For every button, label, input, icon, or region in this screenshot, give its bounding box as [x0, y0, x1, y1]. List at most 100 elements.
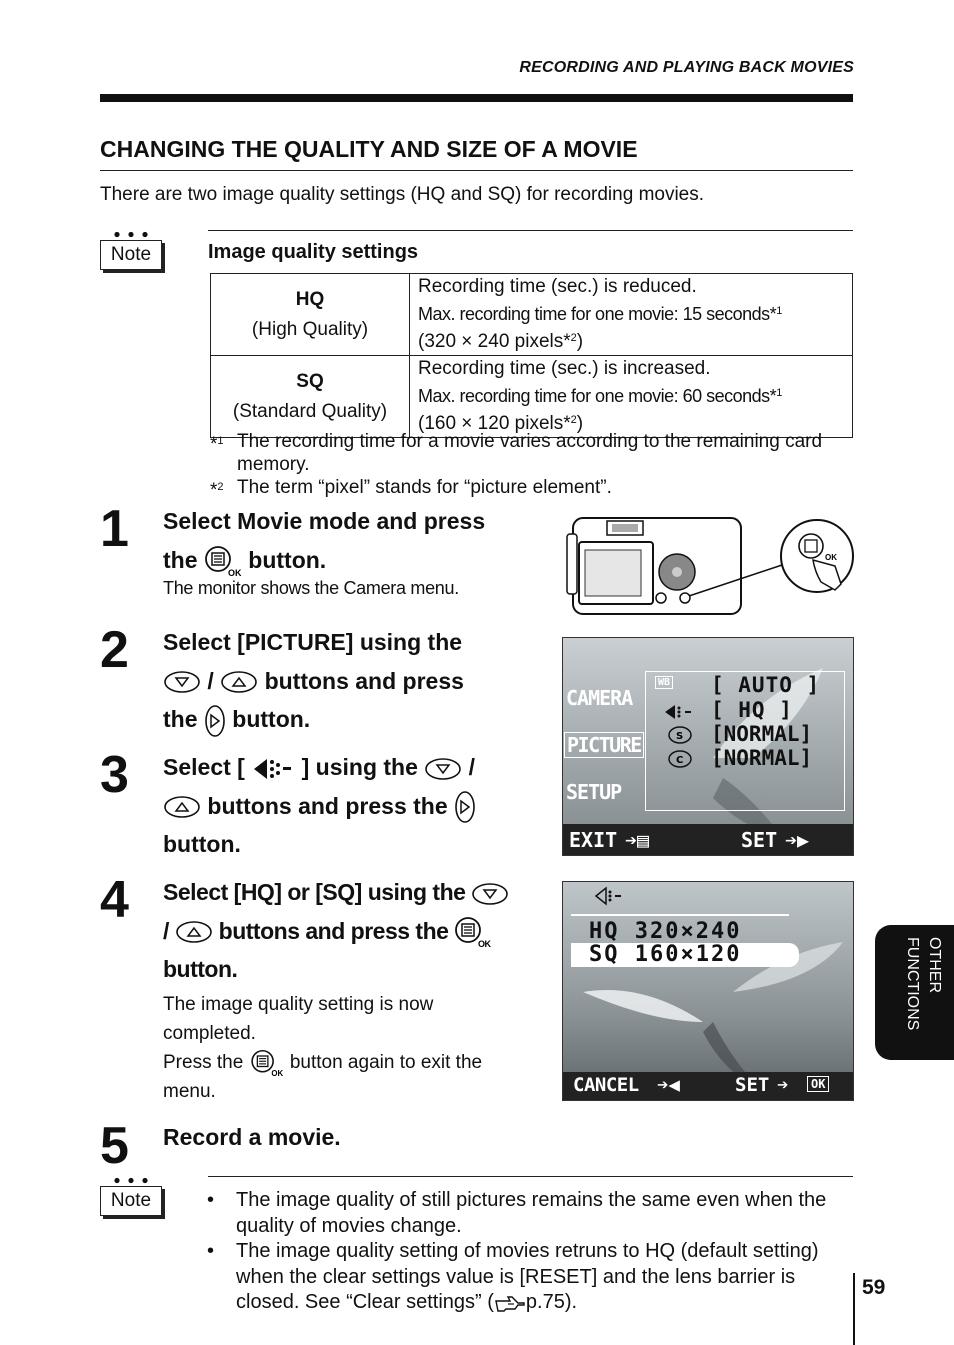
- wb-icon: WB: [655, 676, 674, 689]
- step-1-text: Select Movie mode and press the OK butto…: [163, 502, 543, 579]
- pointing-hand-icon: [495, 1296, 525, 1312]
- set-label: SET: [741, 828, 778, 852]
- svg-text:OK: OK: [228, 568, 242, 577]
- max-time: Max. recording time for one movie: 15 se…: [418, 304, 777, 324]
- footnote-ref: 1: [776, 387, 782, 399]
- step-2-text: Select [PICTURE] using the / buttons and…: [163, 623, 543, 739]
- step-word: the: [163, 706, 198, 732]
- sub-word: Press the: [163, 1052, 244, 1073]
- arrow-right-icon: ➔▤: [625, 828, 650, 852]
- slash: /: [468, 754, 476, 780]
- quality-code: HQ: [295, 288, 325, 310]
- menu-value[interactable]: [NORMAL]: [711, 722, 813, 746]
- footnote-mark: *: [210, 434, 218, 455]
- slash: /: [163, 917, 169, 944]
- step-4-text: Select [HQ] or [SQ] using the / buttons …: [163, 873, 543, 989]
- arrow-right-icon: ➔▶: [785, 828, 810, 852]
- divider: [571, 914, 789, 916]
- list-item: • The image quality of still pictures re…: [207, 1188, 857, 1240]
- table-row: SQ(Standard Quality) Recording time (sec…: [210, 355, 853, 438]
- option-sq[interactable]: SQ 160×120: [589, 942, 742, 967]
- running-header: RECORDING AND PLAYING BACK MOVIES: [519, 59, 854, 76]
- step-word: Select [: [163, 754, 245, 780]
- page-number: 59: [862, 1276, 886, 1299]
- tab-line: OTHER: [926, 937, 943, 993]
- lcd-menu-backdrop: [563, 638, 853, 855]
- menu-value[interactable]: [NORMAL]: [711, 746, 813, 770]
- footnote-ref: 1: [776, 305, 782, 317]
- svg-text:OK: OK: [271, 1069, 283, 1077]
- note-icon: Note: [100, 1177, 162, 1216]
- page-number-rule: [853, 1273, 855, 1345]
- page-ref[interactable]: p.75).: [525, 1291, 578, 1313]
- header-rule: [100, 94, 853, 102]
- step-number: 1: [100, 500, 129, 558]
- bullet-text: The image quality of still pictures rema…: [236, 1189, 827, 1237]
- step-word: button.: [248, 546, 327, 573]
- bullet: •: [207, 1240, 215, 1262]
- option-hq[interactable]: HQ 320×240: [589, 919, 742, 944]
- image-quality-title: Image quality settings: [208, 241, 419, 263]
- quality-code: SQ: [296, 370, 324, 392]
- down-button-icon: [472, 883, 509, 905]
- step-line: button.: [163, 956, 238, 982]
- up-button-icon: [221, 671, 257, 694]
- camera-back-illustration: OK: [566, 517, 854, 615]
- step-line: Select [HQ] or [SQ] using the: [163, 879, 466, 905]
- step-number: 5: [100, 1117, 129, 1175]
- svg-text:C: C: [676, 755, 683, 766]
- quality-name: (High Quality): [251, 318, 369, 340]
- lcd-quality-screen: HQ 320×240 SQ 160×120 CANCEL ➔◀ SET ➔ OK: [562, 881, 854, 1101]
- section-title: CHANGING THE QUALITY AND SIZE OF A MOVIE: [100, 136, 638, 162]
- footnote-ref: 2: [570, 414, 577, 426]
- note-label: Note: [100, 1186, 162, 1216]
- cancel-label: CANCEL: [573, 1074, 639, 1096]
- contrast-icon: C: [668, 750, 692, 768]
- note-rule: [208, 230, 853, 231]
- intro-text: There are two image quality settings (HQ…: [100, 184, 705, 205]
- quality-desc: Recording time (sec.) is reduced.: [418, 276, 697, 297]
- step-line: Select [PICTURE] using the: [163, 629, 463, 655]
- bullet-text: The image quality setting of movies retr…: [236, 1240, 819, 1313]
- lcd-quality-backdrop: [563, 882, 853, 1100]
- footnote-num: 2: [217, 481, 224, 493]
- note-icon: Note: [100, 231, 162, 270]
- step-word: the: [163, 546, 198, 573]
- menu-value-quality[interactable]: [ HQ ]: [711, 698, 793, 722]
- quality-desc: Recording time (sec.) is increased.: [418, 358, 711, 379]
- sub-line: completed.: [163, 1023, 256, 1044]
- max-time: Max. recording time for one movie: 60 se…: [418, 386, 777, 406]
- step-word: button.: [232, 706, 311, 732]
- note-label: Note: [100, 240, 162, 270]
- step-line: button.: [163, 831, 241, 857]
- step-4-sub: The image quality setting is now complet…: [163, 990, 543, 1106]
- paren-close: ): [576, 331, 584, 352]
- section-rule: [100, 170, 853, 171]
- step-word: buttons and press the: [207, 792, 448, 819]
- tab-camera[interactable]: CAMERA: [566, 686, 633, 710]
- tab-setup[interactable]: SETUP: [566, 780, 622, 804]
- step-word: ] using the: [301, 754, 418, 780]
- step-word: buttons and press: [264, 667, 464, 694]
- down-button-icon: [425, 758, 462, 780]
- tab-picture[interactable]: PICTURE: [564, 732, 644, 758]
- step-word: buttons and press the: [218, 917, 449, 944]
- image-quality-table: HQ (High Quality) Recording time (sec.) i…: [210, 273, 853, 438]
- sharpness-icon: S: [668, 726, 692, 744]
- footnote-1: *1 The recording time for a movie varies…: [210, 430, 850, 476]
- footnote-ref: 2: [570, 332, 577, 344]
- arrow-left-icon: ➔◀: [657, 1074, 680, 1096]
- step-number: 4: [100, 871, 129, 929]
- menu-ok-button-icon: OK: [204, 546, 242, 577]
- table-row: HQ (High Quality) Recording time (sec.) i…: [210, 273, 853, 356]
- set-label: SET: [735, 1074, 770, 1096]
- selection-highlight: [571, 943, 799, 967]
- step-3-text: Select [ ] using the / buttons and press…: [163, 748, 543, 864]
- image-quality-icon: [254, 758, 292, 779]
- menu-ok-button-icon: OK: [455, 917, 492, 948]
- footnote-num: 1: [217, 435, 224, 447]
- menu-value[interactable]: [ AUTO ]: [711, 673, 821, 697]
- ok-badge: OK: [825, 553, 837, 562]
- note-rule: [208, 1176, 853, 1177]
- quality-icon: [594, 886, 621, 906]
